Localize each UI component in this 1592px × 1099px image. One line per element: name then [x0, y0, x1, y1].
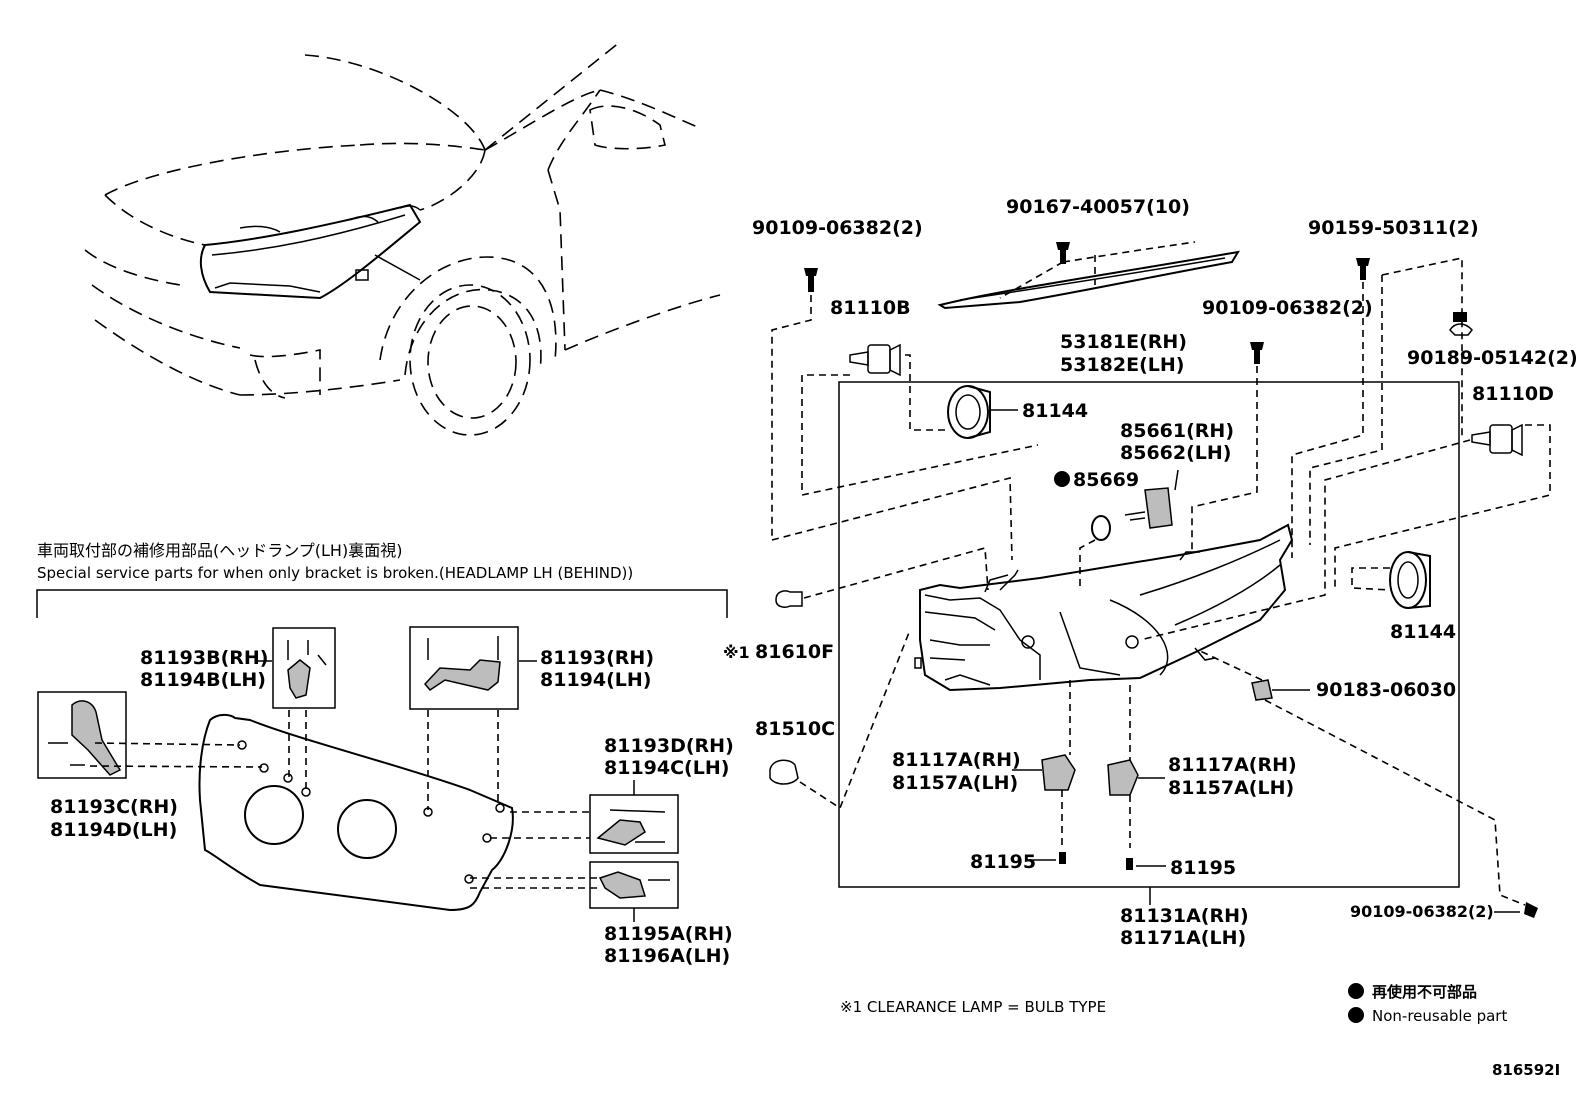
- bulb-81610f: [775, 546, 989, 608]
- socket-81117a-left: [1012, 680, 1076, 848]
- label-81117a-left: 81117A(RH): [892, 749, 1021, 771]
- label-90167: 90167-40057(10): [1006, 196, 1190, 218]
- section-title-jp: 車両取付部の補修用部品(ヘッドランプ(LH)裏面視): [37, 541, 402, 560]
- label-81610f-mark: ※1: [723, 643, 750, 662]
- label-81110b: 81110B: [830, 297, 911, 319]
- label-81195a: 81195A(RH): [604, 923, 733, 945]
- screw-90159: [1291, 257, 1463, 558]
- label-81144-top: 81144: [1022, 400, 1088, 422]
- label-85662: 85662(LH): [1120, 442, 1231, 464]
- label-53182e: 53182E(LH): [1060, 354, 1184, 376]
- label-90159: 90159-50311(2): [1308, 217, 1479, 239]
- label-81193c: 81193C(RH): [50, 796, 178, 818]
- legend-en: Non-reusable part: [1372, 1007, 1507, 1025]
- bracket-81193c: [37, 691, 263, 779]
- socket-81117a-right: [1107, 685, 1165, 848]
- label-81193b: 81193B(RH): [140, 647, 268, 669]
- cap-81144-right: [1351, 551, 1431, 609]
- footnote-clearance-lamp: ※1 CLEARANCE LAMP = BULB TYPE: [840, 998, 1106, 1016]
- section-title-en: Special service parts for when only brac…: [37, 564, 633, 582]
- label-81610f: 81610F: [755, 641, 834, 663]
- screw-81195-left: [1030, 852, 1066, 864]
- legend: [1348, 983, 1364, 1023]
- bracket-81193: [409, 626, 519, 810]
- label-90109-br: 90109-06382(2): [1350, 902, 1494, 921]
- legend-jp: 再使用不可部品: [1372, 983, 1477, 1001]
- cap-81144-top: [947, 385, 1018, 439]
- label-81194c: 81194C(LH): [604, 757, 729, 779]
- oring-85669: [1054, 471, 1111, 590]
- screw-90109-top-left: [771, 268, 1013, 561]
- section-bracket-line: [36, 589, 728, 618]
- label-90109-mid: 90109-06382(2): [1202, 297, 1373, 319]
- label-90109-tl: 90109-06382(2): [752, 217, 923, 239]
- label-81157a-left: 81157A(LH): [892, 772, 1018, 794]
- label-81193: 81193(RH): [540, 647, 654, 669]
- label-81195-left: 81195: [970, 851, 1036, 873]
- bracket-81193b: [272, 627, 336, 792]
- label-81194b: 81194B(LH): [140, 669, 266, 691]
- bracket-81193d: [490, 794, 679, 854]
- legend-dot-icon: [1348, 983, 1364, 999]
- screw-81195-right: [1126, 858, 1166, 870]
- label-81110d: 81110D: [1472, 383, 1554, 405]
- legend-dot-icon: [1348, 1007, 1364, 1023]
- bracket-81195a: [470, 861, 679, 909]
- nut-90189: [1449, 312, 1473, 336]
- headlamp-assembly-box: [838, 381, 1460, 888]
- label-81144-right: 81144: [1390, 621, 1456, 643]
- label-81194d: 81194D(LH): [50, 819, 177, 841]
- trim-53181e: [937, 241, 1240, 310]
- label-81117a-right: 81117A(RH): [1168, 754, 1297, 776]
- car-front-illustration: [84, 41, 721, 436]
- label-85669: 85669: [1073, 469, 1139, 491]
- label-85661: 85661(RH): [1120, 420, 1234, 442]
- label-81195-right: 81195: [1170, 857, 1236, 879]
- label-90183: 90183-06030: [1316, 679, 1456, 701]
- label-81131a: 81131A(RH): [1120, 905, 1249, 927]
- label-53181e: 53181E(RH): [1060, 331, 1187, 353]
- screw-90109-bottom-right: [1494, 902, 1538, 918]
- bulb-81110d: [1139, 423, 1551, 641]
- clip-90183: [1197, 649, 1526, 906]
- label-81157a-right: 81157A(LH): [1168, 777, 1294, 799]
- figure-id: 816592I: [1492, 1061, 1560, 1079]
- label-81193d: 81193D(RH): [604, 735, 734, 757]
- label-81194: 81194(LH): [540, 669, 651, 691]
- socket-85661: [1124, 469, 1179, 529]
- label-81196a: 81196A(LH): [604, 945, 730, 967]
- label-81510c: 81510C: [755, 718, 835, 740]
- label-81171a: 81171A(LH): [1120, 927, 1246, 949]
- socket-81510c: [769, 629, 911, 810]
- headlamp-body: [914, 523, 1294, 692]
- label-90189: 90189-05142(2): [1407, 347, 1578, 369]
- bulb-81110b: [801, 343, 1039, 496]
- headlamp-back-housing: [198, 713, 514, 912]
- screw-90109-mid: [1191, 342, 1264, 552]
